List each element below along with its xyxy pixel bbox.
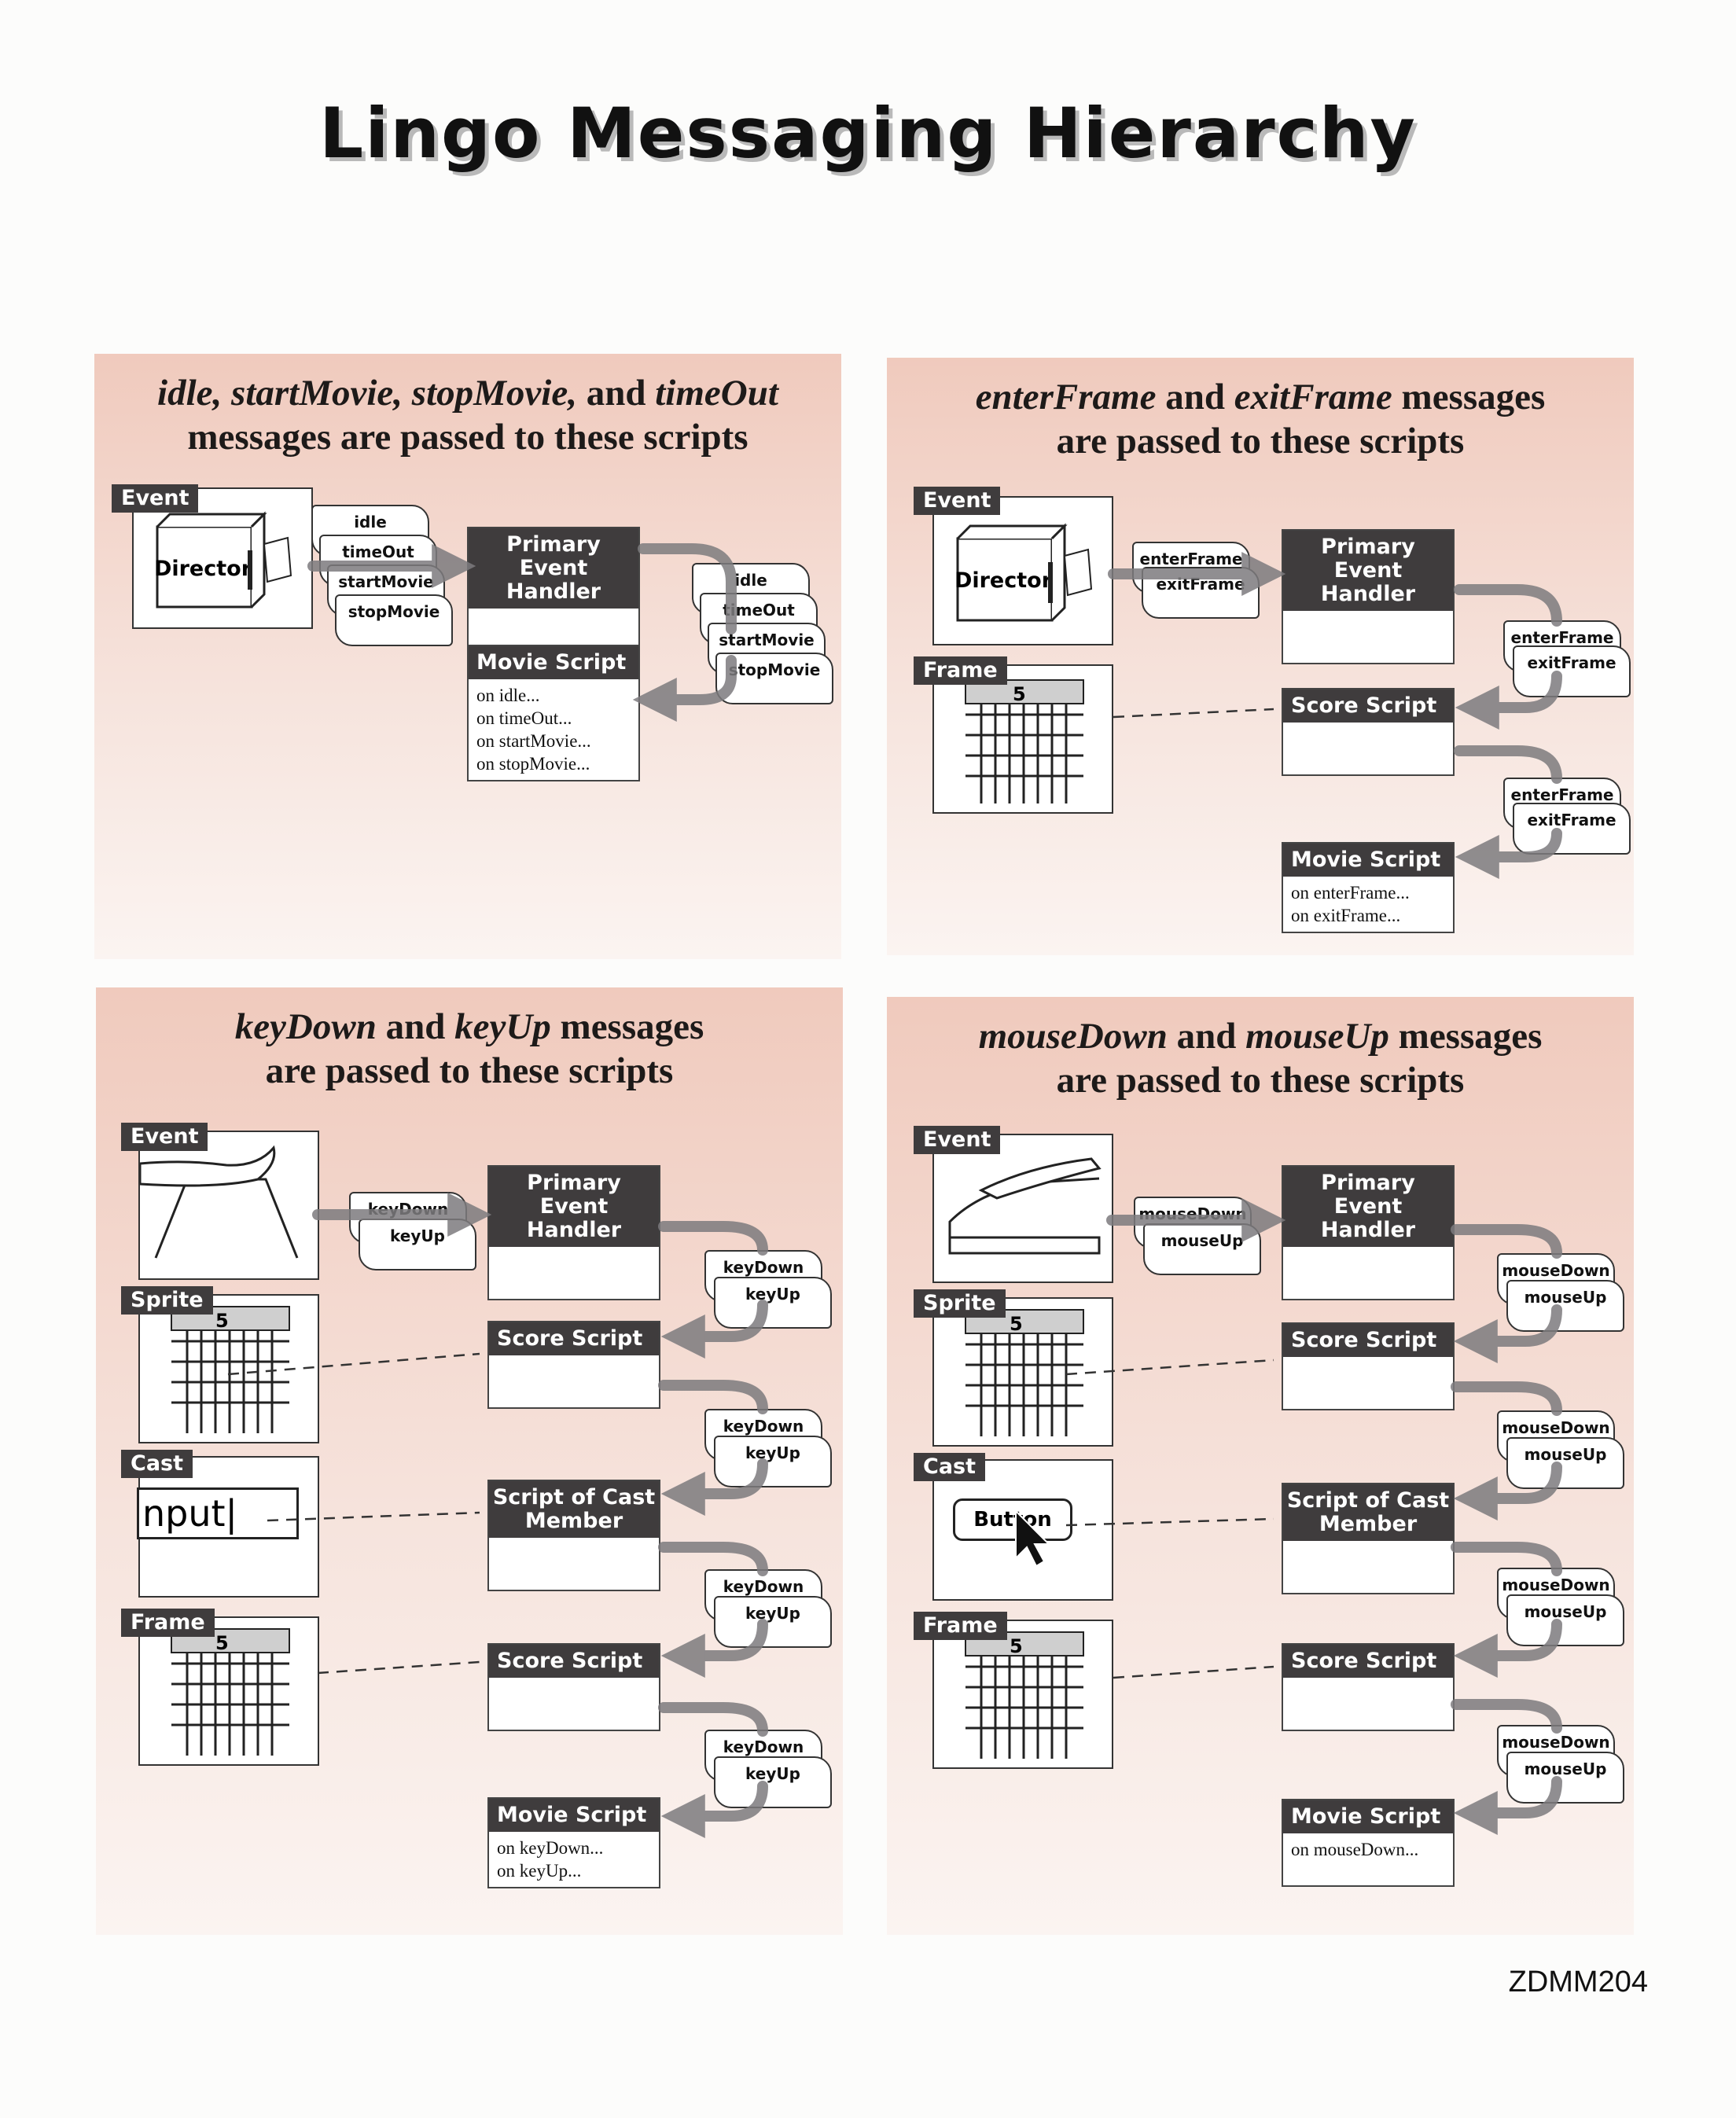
score-script: Score Script (1282, 1322, 1455, 1410)
score-grid-icon: 5 (171, 1628, 290, 1756)
frame-tag: Frame (121, 1609, 215, 1637)
primary-event-handler: Primary Event Handler (1282, 529, 1455, 664)
message-flag: keyUp (714, 1277, 832, 1329)
script-of-cast-member: Script of Cast Member (1282, 1483, 1455, 1594)
panel-startmovie: idle, startMovie, stopMovie, and timeOut… (94, 354, 841, 959)
cast-box: Button (932, 1459, 1113, 1601)
cast-tag: Cast (121, 1450, 193, 1478)
score-grid-icon: 5 (171, 1306, 290, 1433)
sprite-box: 5 (932, 1297, 1113, 1447)
director-icon: Director (954, 523, 1093, 622)
movie-script: Movie Script on idle... on timeOut... on… (467, 645, 640, 781)
document-code: ZDMM204 (1508, 1965, 1648, 1998)
svg-text:5: 5 (215, 1310, 229, 1332)
primary-event-handler: Primary Event Handler (487, 1165, 660, 1300)
key-press-icon (138, 1145, 299, 1259)
sprite-tag: Sprite (914, 1289, 1006, 1318)
message-flag: mouseUp (1506, 1280, 1624, 1332)
event-tag: Event (914, 487, 1001, 515)
movie-script: Movie Script on enterFrame... on exitFra… (1282, 842, 1455, 933)
primary-event-handler: Primary Event Handler (1282, 1165, 1455, 1300)
message-flag: keyUp (714, 1596, 832, 1648)
primary-event-handler: Primary Event Handler (467, 527, 640, 662)
frame-box: 5 (932, 1620, 1113, 1769)
message-flag: mouseUp (1506, 1437, 1624, 1489)
message-flag: exitFrame (1513, 803, 1631, 855)
score-script: Score Script (1282, 688, 1455, 776)
message-flag: keyUp (714, 1756, 832, 1808)
event-tag: Event (914, 1126, 1001, 1154)
svg-text:5: 5 (1010, 1635, 1023, 1657)
panel-title: keyDown and keyUp messages are passed to… (234, 1006, 704, 1091)
page-title: Lingo Messaging Hierarchy (319, 93, 1417, 174)
sprite-tag: Sprite (121, 1286, 213, 1315)
svg-text:5: 5 (1010, 1313, 1023, 1335)
event-tag: Event (112, 484, 199, 513)
mouse-press-icon (948, 1157, 1102, 1255)
frame-tag: Frame (914, 1612, 1007, 1640)
svg-text:Director: Director (954, 568, 1053, 593)
svg-text:5: 5 (215, 1632, 229, 1654)
cast-box: nput| (137, 1456, 319, 1598)
input-field: nput| (137, 1487, 299, 1539)
director-icon: Director (154, 511, 292, 609)
script-of-cast-member: Script of Cast Member (487, 1480, 660, 1591)
frame-tag: Frame (914, 656, 1007, 685)
message-flag: keyUp (714, 1436, 832, 1487)
event-box (932, 1134, 1113, 1283)
svg-text:5: 5 (1013, 683, 1026, 705)
movie-script: Movie Script on keyDown... on keyUp... (487, 1797, 660, 1888)
frame-box: 5 (138, 1616, 319, 1766)
score-script: Score Script (487, 1321, 660, 1409)
panel-title: mouseDown and mouseUp messages are passe… (978, 1016, 1543, 1101)
event-box (138, 1131, 319, 1280)
score-script: Score Script (1282, 1643, 1455, 1731)
svg-text:Director: Director (154, 557, 252, 581)
cursor-arrow-icon (1015, 1509, 1051, 1568)
cast-tag: Cast (914, 1453, 986, 1481)
message-flag: exitFrame (1513, 645, 1631, 697)
panel-mousedown: mouseDown and mouseUp messages are passe… (887, 997, 1634, 1935)
panel-title: enterFrame and exitFrame messages are pa… (975, 377, 1546, 461)
message-flag: mouseUp (1506, 1594, 1624, 1646)
button-control: Button (953, 1498, 1072, 1541)
movie-script: Movie Script on mouseDown... (1282, 1799, 1455, 1887)
message-flag: keyUp (359, 1219, 476, 1270)
event-box: Director (932, 496, 1113, 645)
panel-keydown: keyDown and keyUp messages are passed to… (96, 987, 843, 1935)
score-script: Score Script (487, 1643, 660, 1731)
panel-title: idle, startMovie, stopMovie, and timeOut… (157, 373, 778, 458)
message-flag: mouseUp (1506, 1752, 1624, 1804)
message-flag: stopMovie (335, 594, 453, 646)
event-tag: Event (121, 1123, 208, 1151)
